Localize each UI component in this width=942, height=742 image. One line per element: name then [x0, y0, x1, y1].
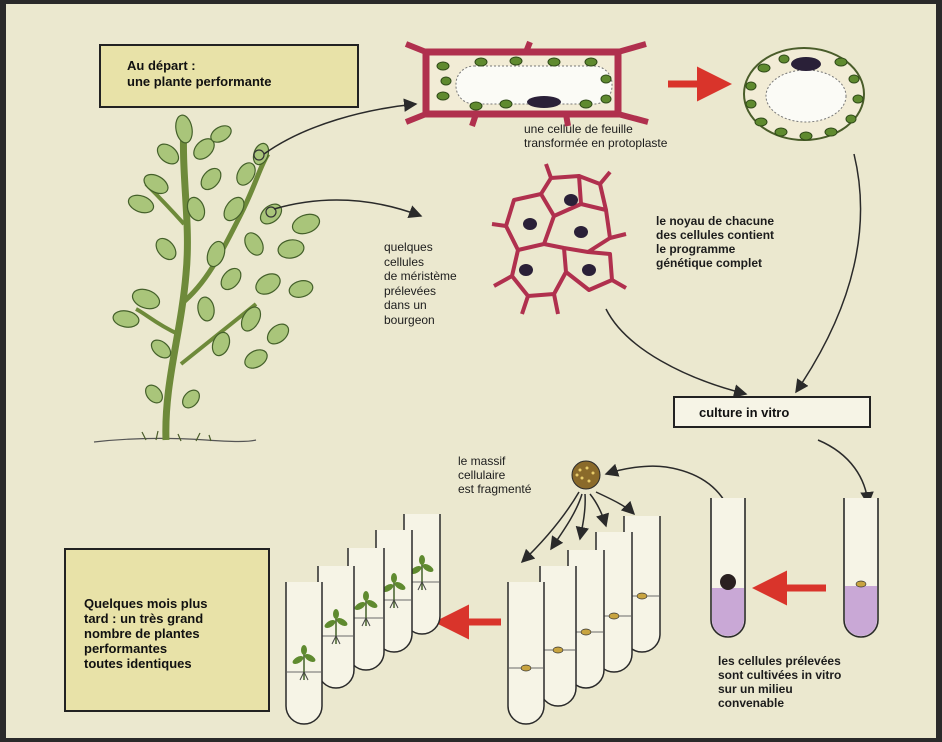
plantlet-leaf — [363, 591, 369, 601]
end-box-line: toutes identiques — [84, 656, 268, 671]
end-box-line: Quelques mois plus — [84, 596, 268, 611]
meristem-label: quelques cellules de méristème prélevées… — [384, 240, 457, 327]
end-box-line: tard : un très grand — [84, 611, 268, 626]
cell-fragment — [581, 629, 591, 635]
massif-line: cellulaire — [458, 468, 531, 482]
flow-arrows — [264, 104, 868, 562]
cell-mass-illustration — [572, 461, 600, 489]
test-tube — [508, 582, 544, 724]
meristem-line: quelques — [384, 240, 457, 255]
end-box-line: nombre de plantes — [84, 626, 268, 641]
meristem-line: dans un — [384, 298, 457, 313]
cell-fragment — [637, 593, 647, 599]
end-box-line: performantes — [84, 641, 268, 656]
plantlet-tubes — [286, 514, 440, 724]
fragment-tubes — [508, 516, 660, 724]
start-box-line2: une plante performante — [127, 74, 357, 90]
cell-fragment — [521, 665, 531, 671]
cultured-line: les cellules prélevées — [718, 654, 841, 668]
leaf-cell-illustration — [406, 42, 648, 126]
nucleus-line: le programme — [656, 242, 774, 256]
cultured-line: sur un milieu — [718, 682, 841, 696]
culture-tubes-right — [711, 498, 878, 637]
meristem-line: prélevées — [384, 284, 457, 299]
cultured-line: sont cultivées in vitro — [718, 668, 841, 682]
protoplast-label-line2: transformée en protoplaste — [524, 136, 667, 150]
meristem-line: bourgeon — [384, 313, 457, 328]
massif-line: est fragmenté — [458, 482, 531, 496]
meristem-line: cellules — [384, 255, 457, 270]
protoplast-illustration — [744, 48, 864, 140]
cultured-label: les cellules prélevées sont cultivées in… — [718, 654, 841, 710]
culture-in-vitro-box: culture in vitro — [673, 396, 871, 428]
massif-label: le massif cellulaire est fragmenté — [458, 454, 531, 496]
plantlet-leaf — [419, 555, 425, 565]
plant-illustration — [94, 114, 322, 442]
culture-in-vitro-label: culture in vitro — [699, 405, 789, 420]
cell-fragment — [553, 647, 563, 653]
meristem-line: de méristème — [384, 269, 457, 284]
protoplast-label: une cellule de feuille transformée en pr… — [524, 122, 667, 150]
start-box-line1: Au départ : — [127, 58, 357, 74]
meristem-cells-illustration — [492, 164, 626, 314]
massif-line: le massif — [458, 454, 531, 468]
plantlet-leaf — [333, 609, 339, 619]
cultured-line: convenable — [718, 696, 841, 710]
plantlet-leaf — [301, 645, 307, 655]
plantlet-leaf — [391, 573, 397, 583]
start-box: Au départ : une plante performante — [99, 44, 359, 108]
cell-fragment — [609, 613, 619, 619]
test-tube — [540, 566, 576, 706]
end-box: Quelques mois plus tard : un très grand … — [64, 548, 270, 712]
page: Au départ : une plante performante une c… — [6, 4, 936, 738]
nucleus-line: le noyau de chacune — [656, 214, 774, 228]
nucleus-line: des cellules contient — [656, 228, 774, 242]
protoplast-label-line1: une cellule de feuille — [524, 122, 667, 136]
nucleus-line: génétique complet — [656, 256, 774, 270]
nucleus-label: le noyau de chacune des cellules contien… — [656, 214, 774, 270]
